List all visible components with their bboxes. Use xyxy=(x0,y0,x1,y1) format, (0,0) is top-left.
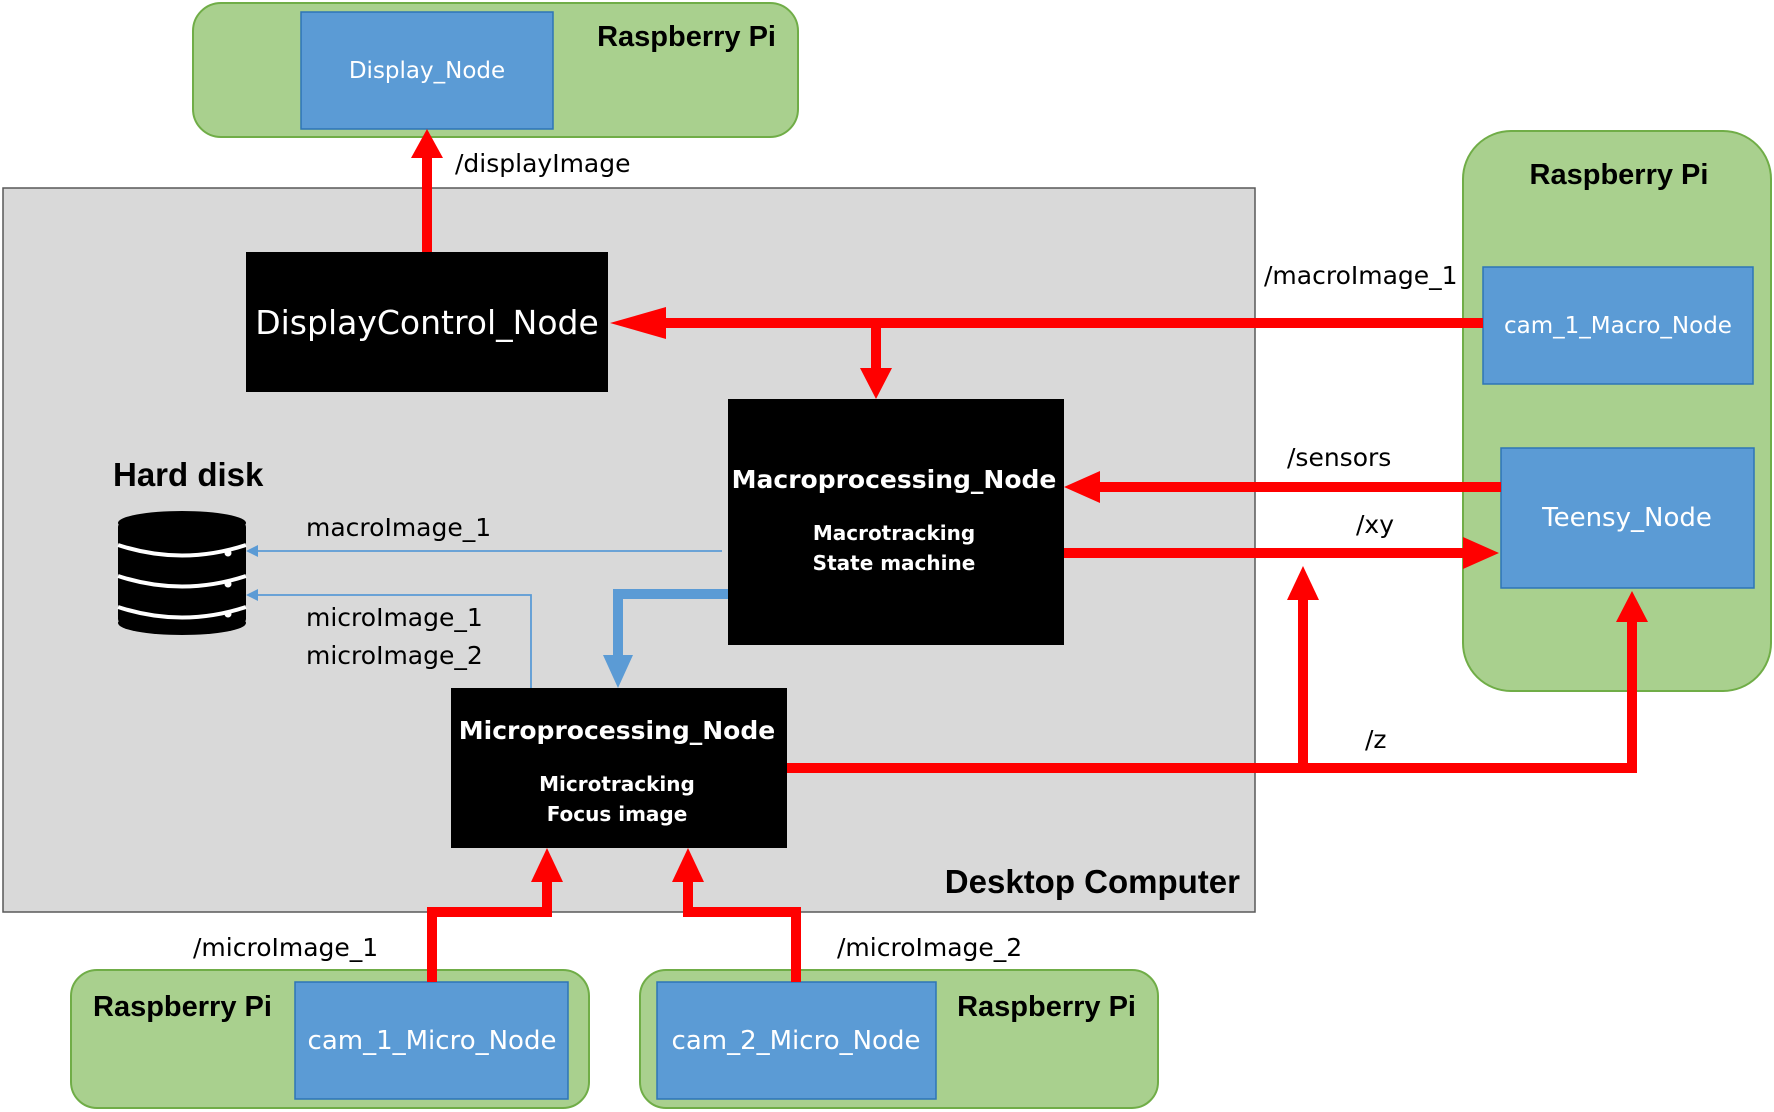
teensy-node-label: Teensy_Node xyxy=(1541,503,1712,533)
arrow-macro-image-1 xyxy=(610,307,1483,399)
macroprocessing-node: Macroprocessing_Node Macrotracking State… xyxy=(728,399,1064,645)
cam-2-micro-node-label: cam_2_Micro_Node xyxy=(672,1026,921,1056)
topic-sensors: /sensors xyxy=(1287,443,1391,472)
microprocessing-node-sub1: Microtracking xyxy=(539,772,695,796)
arrow-micro-image-1 xyxy=(427,848,563,982)
arrow-z xyxy=(787,566,1648,773)
display-control-node: DisplayControl_Node xyxy=(246,252,608,392)
microprocessing-node: Microprocessing_Node Microtracking Focus… xyxy=(451,688,787,848)
raspberry-pi-bottom-right-label: Raspberry Pi xyxy=(957,991,1136,1023)
cam-1-micro-node-label: cam_1_Micro_Node xyxy=(308,1026,557,1056)
disk-topic-micro-image-1: microImage_1 xyxy=(306,603,483,632)
topic-xy: /xy xyxy=(1356,510,1394,539)
macroprocessing-node-title: Macroprocessing_Node xyxy=(732,465,1057,494)
microprocessing-node-title: Microprocessing_Node xyxy=(459,716,775,745)
arrow-micro-image-2 xyxy=(672,848,801,982)
topic-micro-image-1: /microImage_1 xyxy=(193,933,378,962)
arrow-micro-to-disk xyxy=(246,589,532,688)
raspberry-pi-bottom-left: Raspberry Pi cam_1_Micro_Node xyxy=(70,969,590,1109)
disk-topic-micro-image-2: microImage_2 xyxy=(306,641,483,670)
cam-1-macro-node xyxy=(1482,266,1754,385)
raspberry-pi-right: Raspberry Pi cam_1_Macro_Node Teensy_Nod… xyxy=(1462,130,1772,692)
topic-macro-image-1: /macroImage_1 xyxy=(1264,261,1458,290)
arrow-macro-to-micro xyxy=(603,589,728,688)
cam-1-micro-node xyxy=(294,981,569,1100)
raspberry-pi-bottom-left-label: Raspberry Pi xyxy=(93,991,272,1023)
display-control-node-label: DisplayControl_Node xyxy=(255,303,599,342)
raspberry-pi-bottom-right: Raspberry Pi cam_2_Micro_Node xyxy=(639,969,1159,1109)
topic-micro-image-2: /microImage_2 xyxy=(837,933,1022,962)
disk-topic-macro-image-1: macroImage_1 xyxy=(306,513,491,542)
macroprocessing-node-sub2: State machine xyxy=(813,551,976,575)
desktop-computer-label: Desktop Computer xyxy=(945,863,1240,900)
hard-disk: Hard disk xyxy=(113,456,264,635)
arrow-display-image xyxy=(411,129,443,252)
microprocessing-node-sub2: Focus image xyxy=(547,802,688,826)
topic-z: /z xyxy=(1365,725,1387,754)
hard-disk-label: Hard disk xyxy=(113,456,264,493)
raspberry-pi-right-label: Raspberry Pi xyxy=(1530,159,1709,191)
arrow-sensors xyxy=(1064,471,1501,503)
arrow-macro-to-disk xyxy=(246,545,722,557)
display-node xyxy=(300,11,554,130)
teensy-node xyxy=(1500,447,1755,589)
cam-1-macro-node-label: cam_1_Macro_Node xyxy=(1504,313,1732,339)
raspberry-pi-top: Raspberry Pi Display_Node xyxy=(192,2,799,138)
macroprocessing-node-sub1: Macrotracking xyxy=(813,521,975,545)
database-icon xyxy=(117,511,247,635)
display-node-label: Display_Node xyxy=(349,58,505,84)
raspberry-pi-top-label: Raspberry Pi xyxy=(597,21,776,53)
topic-display-image: /displayImage xyxy=(455,149,631,178)
cam-2-micro-node xyxy=(656,981,937,1100)
arrow-xy xyxy=(1064,537,1499,569)
